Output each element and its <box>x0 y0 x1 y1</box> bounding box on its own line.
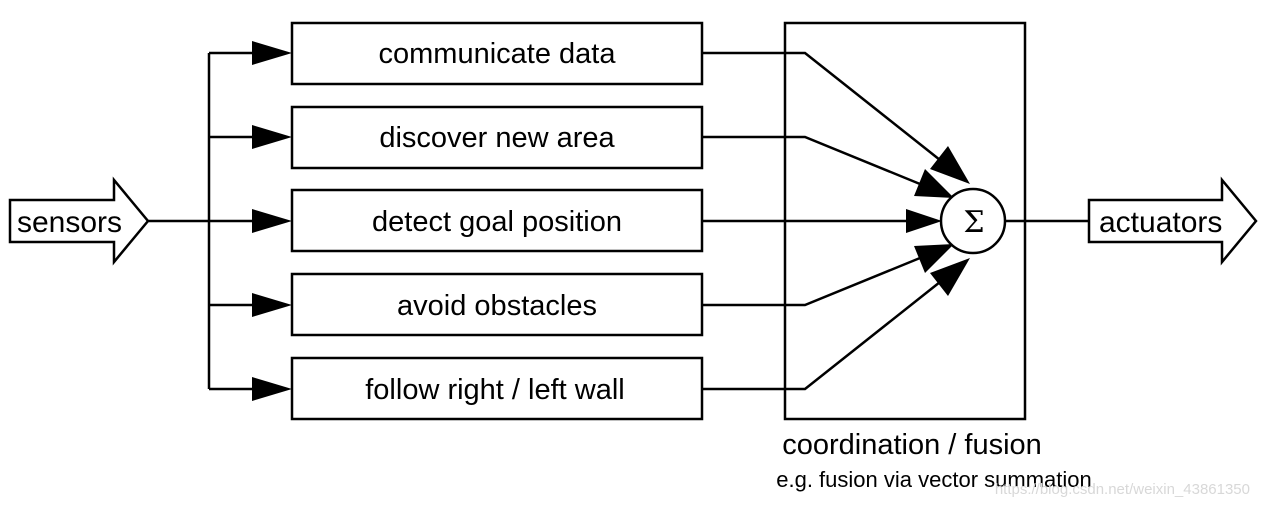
behavior-label: discover new area <box>379 122 615 154</box>
fusion-arrowhead <box>906 209 942 233</box>
behavior-label: detect goal position <box>372 206 622 238</box>
fusion-arrowhead <box>930 146 970 184</box>
behavior-box <box>290 188 704 253</box>
fusion-arrowhead <box>930 258 970 296</box>
branch-arrowhead <box>252 125 292 149</box>
branch-arrowhead <box>252 41 292 65</box>
fusion-input-line <box>702 51 941 161</box>
fusion-arrowhead <box>914 244 954 273</box>
fusion-caption: coordination / fusion <box>782 429 1042 461</box>
sensors-arrow-shape <box>8 176 150 266</box>
behavior-module: discover new area <box>209 105 704 170</box>
behavior-box <box>290 105 704 170</box>
behavior-module: detect goal position <box>209 188 704 253</box>
actuators-arrow-shape <box>1087 176 1258 266</box>
behavior-box <box>290 272 704 337</box>
fusion-subcaption: e.g. fusion via vector summation <box>776 467 1091 492</box>
sigma-icon: Σ <box>963 205 984 240</box>
behavior-box <box>290 21 704 86</box>
sensors-arrow: sensors <box>8 176 150 266</box>
behavior-module: communicate data <box>209 21 704 86</box>
behavior-module: avoid obstacles <box>209 272 704 337</box>
sensors-label: sensors <box>17 206 122 239</box>
behavior-label: avoid obstacles <box>397 290 597 322</box>
fusion-input-line <box>702 135 921 186</box>
actuators-label: actuators <box>1099 206 1222 239</box>
branch-arrowhead <box>252 209 292 233</box>
fusion-input-line <box>702 256 921 307</box>
fusion-arrowhead <box>914 169 954 198</box>
behavior-label: communicate data <box>379 38 617 70</box>
branch-arrowhead <box>252 293 292 317</box>
watermark: https://blog.csdn.net/weixin_43861350 <box>995 481 1250 498</box>
behavior-label: follow right / left wall <box>365 374 625 406</box>
fusion-input-lines <box>702 51 970 391</box>
branch-arrowhead <box>252 377 292 401</box>
fusion-input-line <box>702 281 941 391</box>
behavior-module: follow right / left wall <box>209 356 704 421</box>
actuators-arrow: actuators <box>1087 176 1258 266</box>
